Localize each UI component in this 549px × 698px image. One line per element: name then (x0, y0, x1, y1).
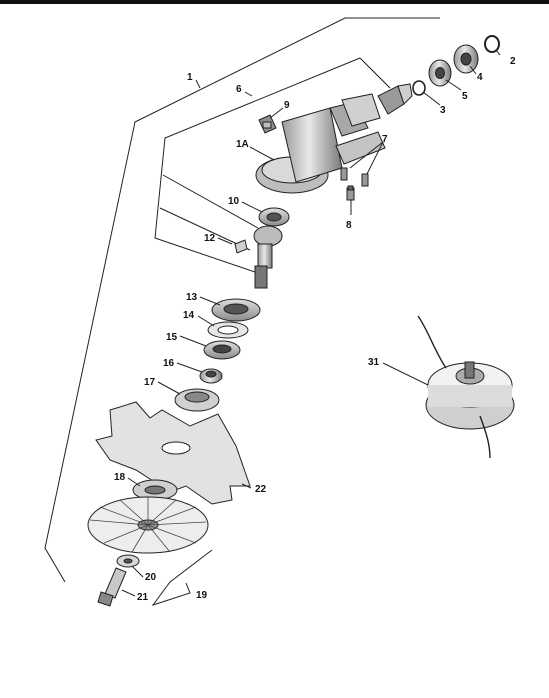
part-7-screws (340, 167, 369, 187)
part-18-washer (132, 479, 178, 501)
callout-13: 13 (186, 292, 198, 303)
callout-3: 3 (440, 105, 446, 116)
part-4-bearing (453, 44, 479, 74)
part-9-bolt (258, 114, 277, 134)
part-1A-gear-housing (255, 93, 386, 194)
callout-14: 14 (183, 310, 195, 321)
part-22-blade (95, 401, 251, 505)
part-8-screw (346, 185, 355, 201)
bracket-line-6 (154, 57, 361, 273)
callout-5: 5 (462, 91, 468, 102)
part-31-trimmer-head (417, 315, 515, 459)
bracket-inner-b (159, 207, 251, 251)
part-15-seal (203, 340, 241, 360)
part-13-bearing (211, 298, 261, 322)
callout-17: 17 (144, 377, 156, 388)
part-bevel-gear-shaft (253, 225, 283, 289)
callout-12: 12 (204, 233, 216, 244)
callout-1A: 1A (236, 139, 249, 150)
top-border (0, 0, 549, 4)
callout-10: 10 (228, 196, 240, 207)
part-10-washer (258, 207, 290, 227)
callout-4: 4 (477, 72, 483, 83)
part-12-key (234, 239, 248, 254)
callout-18: 18 (114, 472, 126, 483)
assembly-bracket-lines (44, 17, 440, 583)
callout-labels: 1 1A 2 3 4 5 6 7 8 9 10 12 13 14 15 16 1… (114, 56, 516, 603)
part-2-circlip (484, 35, 500, 53)
part-17-flange (174, 388, 220, 412)
callout-31: 31 (368, 357, 380, 368)
callout-6: 6 (236, 84, 242, 95)
callout-21: 21 (137, 592, 149, 603)
callout-16: 16 (163, 358, 175, 369)
bracket-line-1 (44, 17, 440, 583)
part-cover-disc (87, 496, 209, 554)
callout-7: 7 (382, 134, 388, 145)
bracket-inner-a (162, 174, 259, 229)
part-21-bolt (97, 567, 127, 607)
callout-20: 20 (145, 572, 157, 583)
callout-19: 19 (196, 590, 208, 601)
part-14-washer (207, 321, 249, 339)
part-5-bearing (428, 59, 452, 87)
callout-1: 1 (187, 72, 193, 83)
part-3-ring (412, 80, 426, 96)
callout-8: 8 (346, 220, 352, 231)
callout-15: 15 (166, 332, 178, 343)
leader-lines (121, 49, 501, 606)
part-pinion-gear (377, 83, 413, 115)
callout-9: 9 (284, 100, 290, 111)
part-20-nut (116, 554, 140, 568)
bracket-line-6b (359, 57, 391, 89)
callout-22: 22 (255, 484, 267, 495)
callout-2: 2 (510, 56, 516, 67)
part-16-bushing (199, 368, 223, 384)
